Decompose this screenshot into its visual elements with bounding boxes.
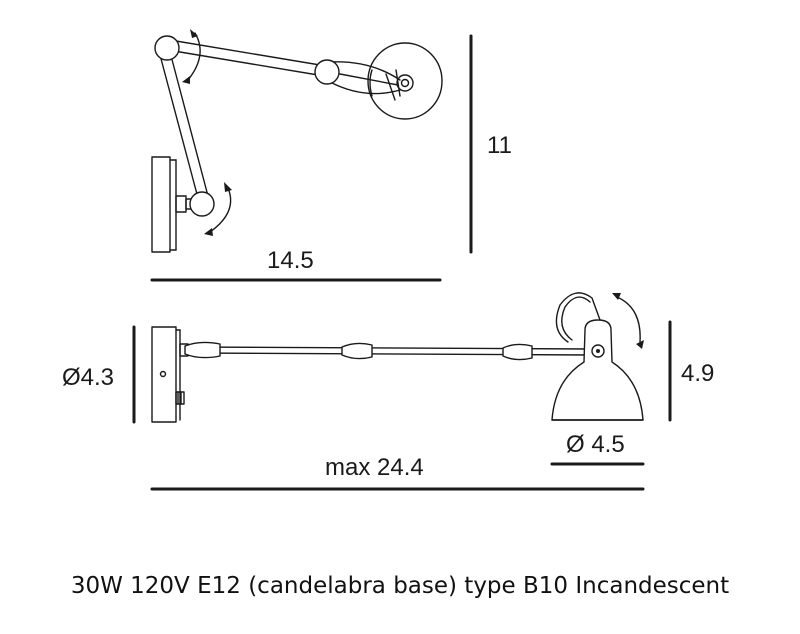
rotation-arrow-icon <box>204 182 232 236</box>
rotation-arrow-icon <box>182 29 201 84</box>
bulb-spec-caption: 30W 120V E12 (candelabra base) type B10 … <box>70 573 730 599</box>
top-view-lamp <box>151 29 443 253</box>
lower-joint <box>189 191 215 217</box>
middle-joint <box>314 59 340 85</box>
side-view-dimensions: Ø4.3 4.9 Ø 4.5 max 24.4 <box>62 320 714 491</box>
reach-top-label: 14.5 <box>267 247 314 274</box>
max-reach-label: max 24.4 <box>325 454 424 481</box>
base-diameter-label: Ø4.3 <box>62 364 114 391</box>
side-wall-plate <box>151 326 177 423</box>
side-view-lamp <box>151 292 644 423</box>
height-top-label: 11 <box>487 132 512 159</box>
lamp-cable <box>555 292 601 343</box>
arm-joint-1 <box>184 341 221 359</box>
top-view-dimensions: 11 14.5 <box>150 34 512 282</box>
wall-plate <box>151 156 171 253</box>
arm-joint-3 <box>502 343 533 361</box>
shade-height-label: 4.9 <box>681 360 714 387</box>
lamp-shade <box>551 319 644 421</box>
shade-diameter-label: Ø 4.5 <box>566 431 625 458</box>
arm-joint-2 <box>341 342 373 360</box>
shade-disc <box>367 42 443 120</box>
upper-joint <box>154 35 180 61</box>
rotation-arrow-icon <box>612 293 644 349</box>
